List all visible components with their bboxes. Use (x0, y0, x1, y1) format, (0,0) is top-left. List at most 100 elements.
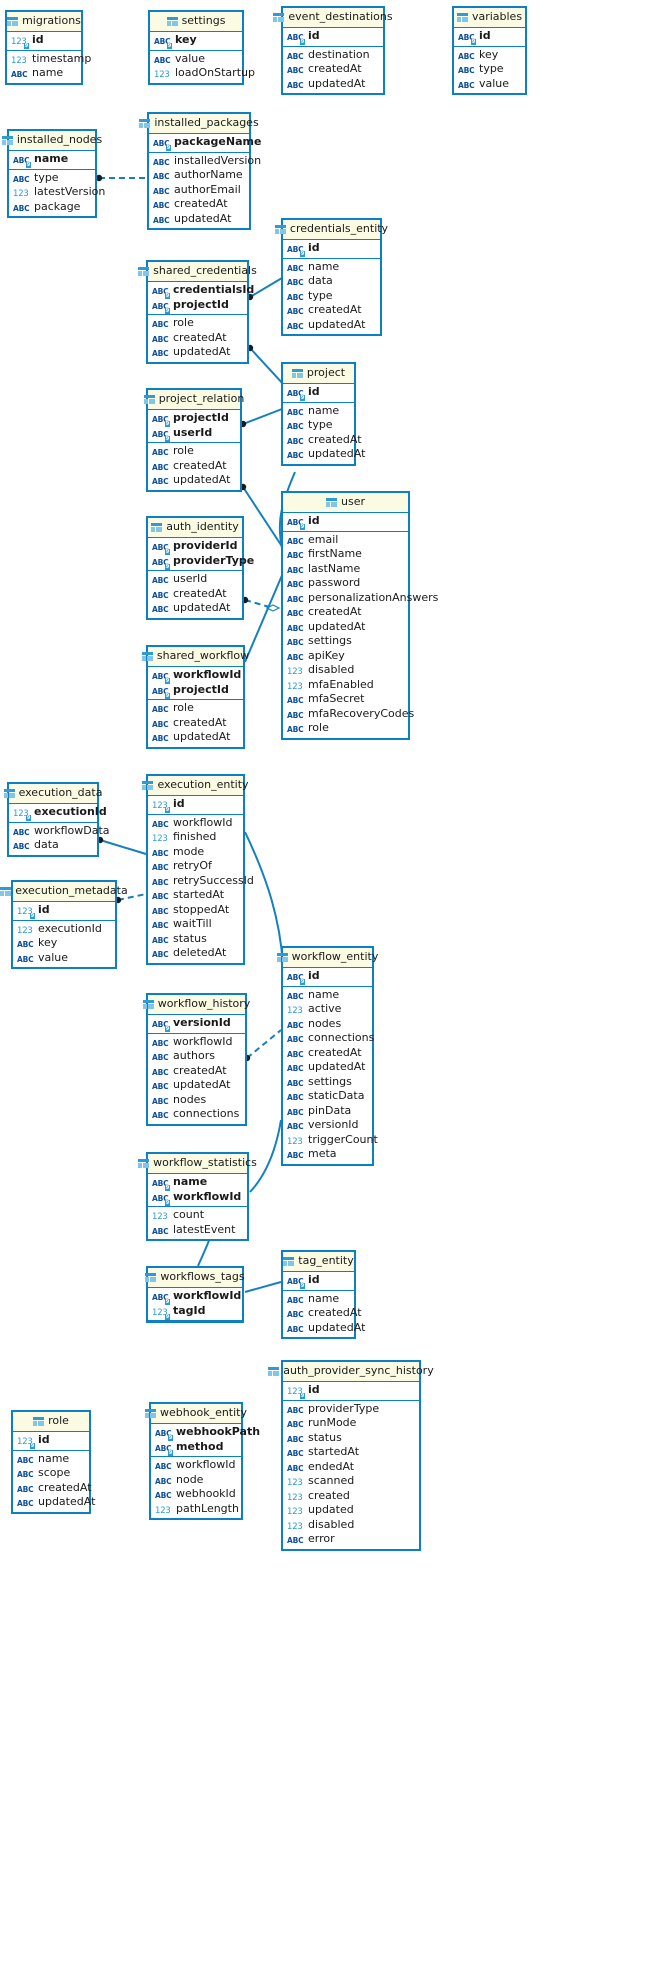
abc-type-icon: ABC (287, 422, 304, 432)
abc-type-icon: ABC (287, 551, 304, 561)
column-name: status (173, 931, 207, 945)
entity-title: project_relation (143, 390, 244, 410)
column-name: name (308, 1291, 340, 1305)
column-name: id (308, 969, 320, 982)
column-name: retrySuccessId (173, 873, 254, 887)
column-name: id (308, 29, 320, 42)
key-badge-icon: 9 (165, 1299, 170, 1306)
abc-type-icon: ABC (287, 1463, 304, 1473)
numeric-type-icon: 123 (287, 1006, 303, 1017)
entity-title: workflow_entity (276, 948, 378, 968)
abc-type-icon: ABC (152, 448, 169, 458)
key-badge-icon: 9 (300, 39, 305, 46)
column-name: id (308, 1383, 320, 1396)
abc-type-icon: ABC (17, 1470, 34, 1480)
column-name: status (308, 1430, 342, 1444)
edge-shared_credentials-credentials_entity (249, 277, 283, 298)
abc-type-icon: ABC (13, 842, 30, 852)
abc-type-icon: ABC (287, 1107, 304, 1117)
column-name: retryOf (173, 859, 212, 872)
column-name: scope (38, 1466, 71, 1479)
entity-title: workflow_statistics (138, 1154, 257, 1174)
column-name: createdAt (308, 432, 362, 446)
entity-title: execution_data (3, 784, 102, 804)
entity-name: execution_entity (157, 778, 249, 791)
abc-type-icon: ABC (154, 55, 171, 65)
abc-type-icon: ABC (287, 80, 304, 90)
entity-title: event_destinations (273, 8, 393, 28)
entity-title: auth_identity (148, 518, 242, 538)
column-name: updatedAt (308, 1060, 366, 1073)
column-name: id (32, 33, 44, 46)
edge-execution_data-execution_entity (99, 839, 147, 855)
column-name: scanned (308, 1474, 355, 1487)
column-name: password (308, 576, 361, 589)
table-icon (33, 1416, 45, 1426)
column-name: executionId (38, 921, 102, 935)
entity-title: workflows_tags (145, 1268, 245, 1288)
column-row: ABC scope (13, 1466, 89, 1481)
key-badge-icon: 9 (300, 251, 305, 258)
column-name: startedAt (173, 888, 225, 901)
column-name: workflowId (176, 1458, 236, 1471)
